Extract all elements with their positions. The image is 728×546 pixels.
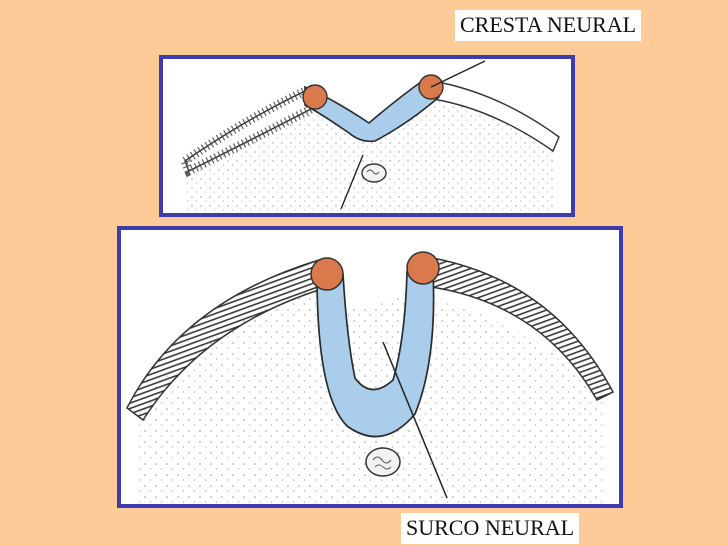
right-ectoderm	[432, 80, 560, 153]
surco-neural-label: SURCO NEURAL	[401, 513, 580, 544]
neural-groove-stage-panel	[117, 226, 623, 508]
neural-plate	[304, 77, 441, 143]
plate-pointer-line	[340, 154, 364, 210]
neural-groove-illustration	[126, 251, 615, 504]
neural-crest-left	[310, 257, 344, 291]
neural-crest-left	[302, 84, 328, 110]
crest-pointer-line	[430, 60, 486, 88]
groove-pointer-line	[382, 341, 448, 499]
neural-crest-right	[406, 251, 440, 285]
neural-plate-illustration	[163, 60, 560, 213]
neural-plate-stage-panel	[159, 55, 575, 217]
cresta-neural-label: CRESTA NEURAL	[455, 10, 642, 41]
right-ectoderm	[420, 255, 615, 401]
